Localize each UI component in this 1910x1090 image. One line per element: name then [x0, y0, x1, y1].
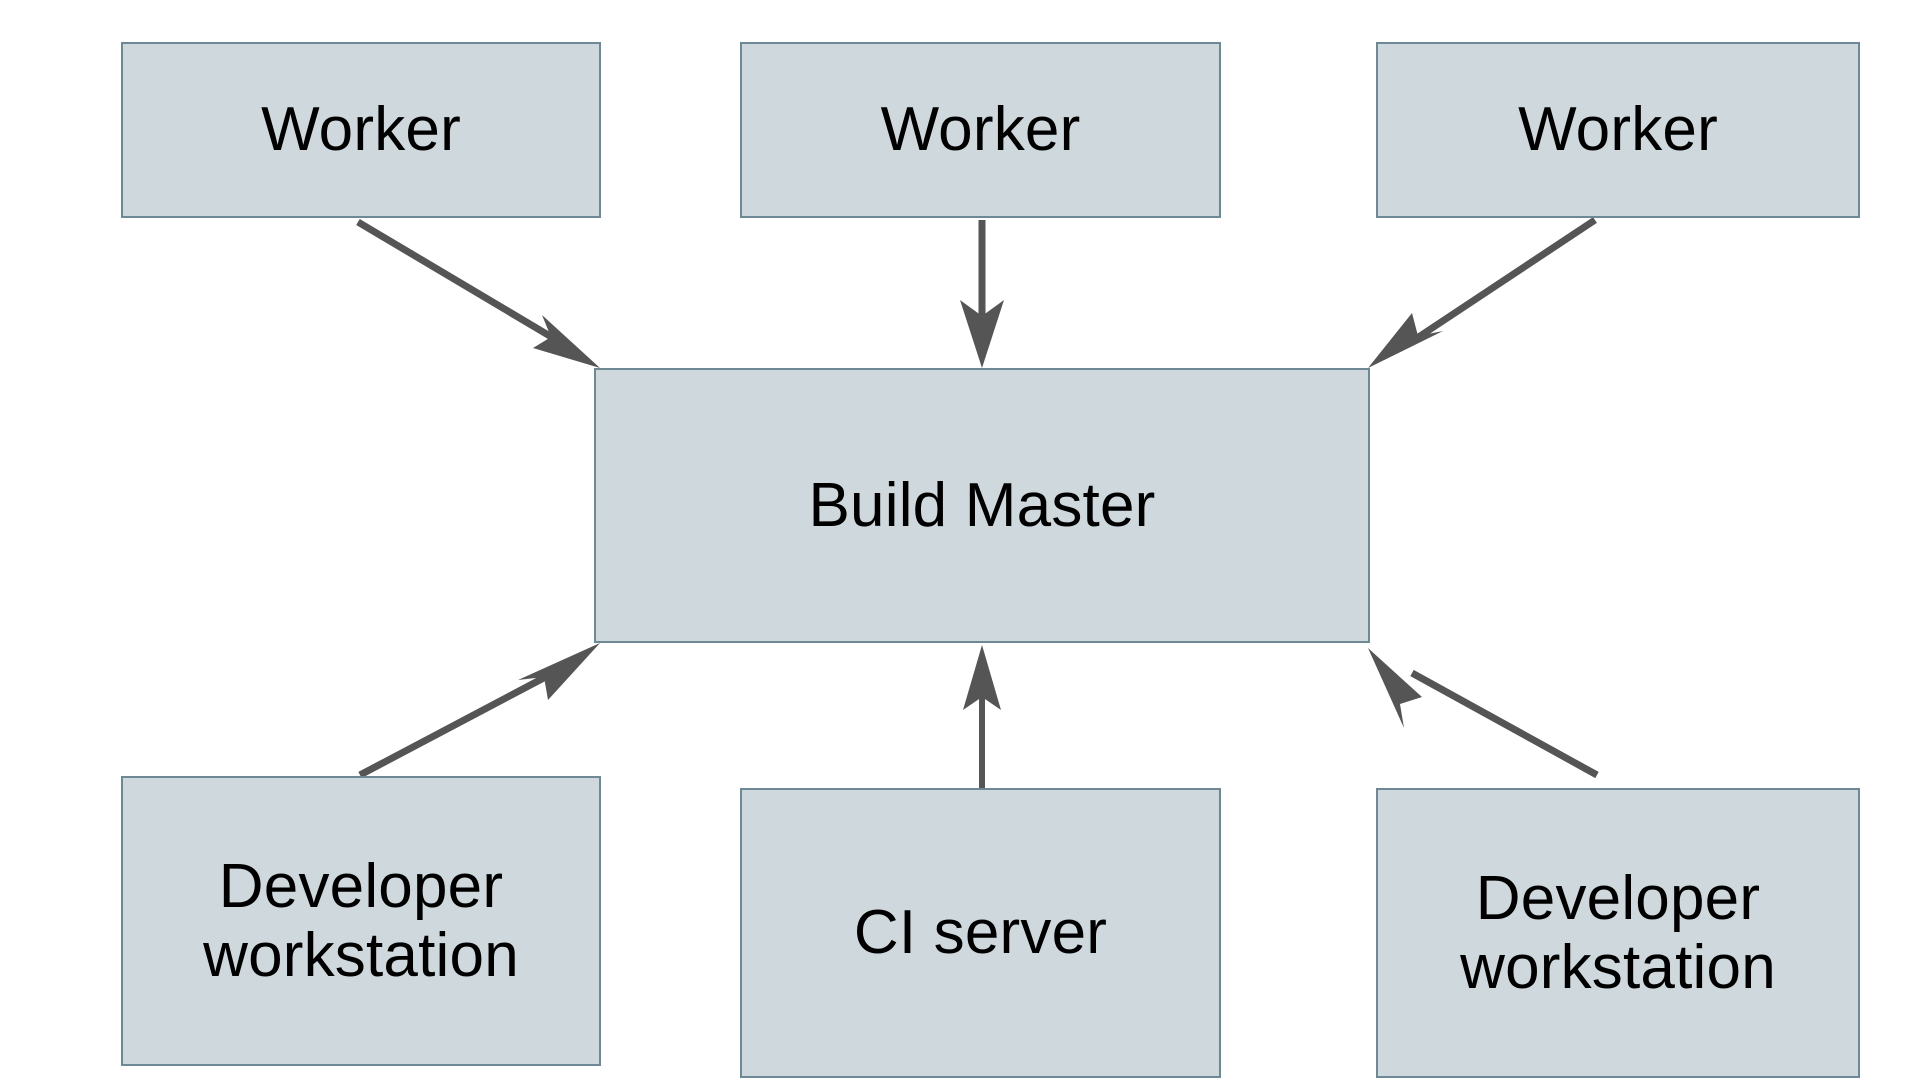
- node-worker-3-label: Worker: [1518, 95, 1718, 165]
- edge-worker-1-to-master: [356, 218, 600, 368]
- edge-dev-ws-left-to-master: [358, 643, 600, 779]
- edge-worker-3-to-master: [1368, 217, 1597, 368]
- node-worker-3[interactable]: Worker: [1376, 42, 1860, 218]
- node-ci-server[interactable]: CI server: [740, 788, 1221, 1078]
- edge-ci-server-to-master: [963, 645, 1001, 788]
- node-dev-ws-right[interactable]: Developer workstation: [1376, 788, 1860, 1078]
- node-dev-ws-left-label: Developer workstation: [203, 851, 519, 990]
- node-build-master-label: Build Master: [808, 470, 1156, 540]
- node-build-master[interactable]: Build Master: [594, 368, 1370, 643]
- edge-dev-ws-right-to-master: [1368, 648, 1599, 779]
- node-worker-1-label: Worker: [261, 95, 461, 165]
- node-worker-2[interactable]: Worker: [740, 42, 1221, 218]
- edge-worker-2-to-master: [960, 220, 1004, 368]
- node-ci-server-label: CI server: [853, 898, 1108, 968]
- node-dev-ws-right-label: Developer workstation: [1460, 863, 1776, 1002]
- node-dev-ws-left[interactable]: Developer workstation: [121, 776, 601, 1066]
- node-worker-1[interactable]: Worker: [121, 42, 601, 218]
- node-worker-2-label: Worker: [880, 95, 1081, 165]
